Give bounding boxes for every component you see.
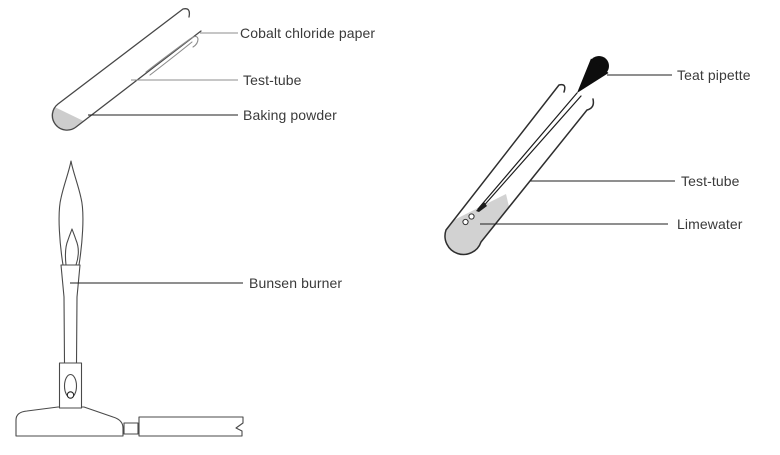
test-tube-outline bbox=[51, 8, 202, 131]
pipette-bulb-neck bbox=[577, 58, 609, 93]
gas-tubing bbox=[138, 416, 244, 437]
teat-pipette bbox=[476, 56, 609, 212]
test-tube-with-baking-powder bbox=[51, 8, 202, 131]
cobalt-chloride-paper-strip bbox=[145, 35, 199, 73]
flame-outer bbox=[58, 160, 84, 266]
bubble bbox=[462, 218, 469, 226]
pipette-stem-line bbox=[479, 95, 582, 211]
gas-jet bbox=[66, 391, 75, 399]
limewater-fill bbox=[445, 194, 522, 255]
gas-inlet bbox=[123, 422, 139, 435]
test-tube-outline bbox=[444, 83, 595, 256]
pipette-tip bbox=[476, 202, 487, 212]
label-cobalt-chloride-paper: Cobalt chloride paper bbox=[240, 25, 376, 41]
label-bunsen-burner: Bunsen burner bbox=[249, 275, 343, 291]
pipette-stem-line bbox=[477, 92, 578, 210]
bunsen-burner bbox=[15, 160, 244, 437]
label-test-tube-right: Test-tube bbox=[681, 173, 740, 189]
cobalt-chloride-paper-strip-edge bbox=[149, 41, 193, 76]
burner-base bbox=[15, 406, 124, 437]
label-teat-pipette: Teat pipette bbox=[677, 67, 751, 83]
bubble bbox=[468, 213, 475, 220]
leader-lines bbox=[70, 32, 675, 284]
flame-inner bbox=[64, 228, 79, 266]
test-tube-with-limewater bbox=[444, 83, 595, 256]
burner-barrel bbox=[60, 264, 81, 364]
label-limewater: Limewater bbox=[677, 216, 743, 232]
label-baking-powder: Baking powder bbox=[243, 107, 337, 123]
baking-powder-fill bbox=[51, 100, 98, 131]
label-test-tube-left: Test-tube bbox=[243, 72, 302, 88]
